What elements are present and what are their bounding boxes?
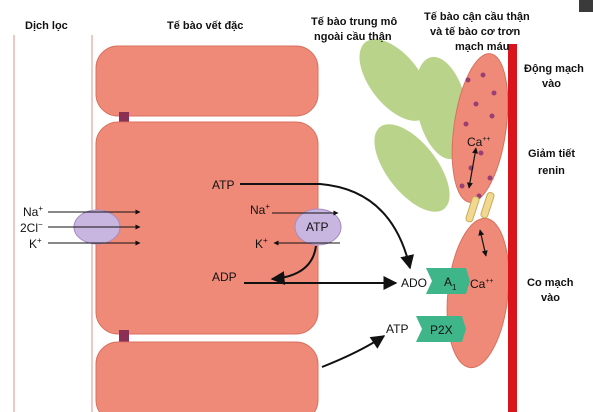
ca-bottom-arrow	[478, 229, 488, 257]
ion-na-label: Na+	[23, 204, 43, 219]
afferent-arteriole	[508, 44, 517, 412]
ca-top-arrow	[466, 147, 479, 189]
mesangial-cell-3	[374, 124, 450, 212]
vasoconstriction-label-line1: Co mạch	[527, 277, 574, 289]
header-jg-line1: Tế bào cận cầu thận	[424, 11, 530, 23]
pump-na-label: Na+	[250, 202, 270, 217]
pump-k-label: K+	[255, 236, 268, 251]
renin-label-line1: Giảm tiết	[528, 148, 575, 160]
macula-densa-cell-middle	[95, 121, 319, 335]
ca-top-label: Ca++	[467, 135, 491, 149]
atp-release-arrow	[321, 335, 386, 368]
afferent-label-line2: vào	[542, 78, 561, 90]
ion-k-label: K+	[29, 236, 42, 251]
atpase-to-adp-arrow	[270, 245, 317, 286]
atpase-label: ATP	[306, 220, 328, 234]
a1-receptor	[426, 268, 470, 294]
atp-top-label: ATP	[212, 178, 234, 192]
macula-densa-cell-top	[95, 45, 319, 117]
vasoconstriction-label-line2: vào	[541, 292, 560, 304]
adp-label: ADP	[212, 270, 237, 284]
header-jg-line2: và tế bào cơ trơn	[430, 26, 520, 38]
header-filtrate: Dịch lọc	[25, 20, 68, 32]
atp-to-ado-arrow	[240, 183, 414, 270]
p2x-label: P2X	[430, 323, 453, 337]
cell-junction-bottom	[119, 330, 129, 344]
header-macula-densa: Tế bào vết đặc	[167, 20, 243, 32]
corner-badge	[579, 0, 593, 12]
ion-cl-label: 2Cl−	[20, 220, 43, 235]
gap-junction-channel-1	[465, 195, 480, 223]
a1-label: A1	[444, 275, 457, 292]
header-mesangial-line2: ngoài cầu thận	[314, 31, 392, 43]
atp-bottom-label: ATP	[386, 322, 408, 336]
macula-densa-cell-bottom	[95, 341, 319, 412]
p2x-receptor	[416, 316, 466, 342]
ca-bottom-label: Ca++	[470, 277, 494, 291]
header-jg-line3: mạch máu	[455, 41, 509, 53]
header-mesangial-line1: Tế bào trung mô	[311, 16, 397, 28]
na-k-atpase-pump	[294, 208, 342, 246]
afferent-label-line1: Động mạch	[524, 63, 584, 75]
cell-junction-top	[119, 112, 129, 126]
ado-label: ADO	[401, 276, 427, 290]
mesangial-cell-1	[359, 39, 431, 121]
gap-junction-channel-2	[480, 191, 495, 219]
renin-label-line2: renin	[538, 165, 565, 177]
